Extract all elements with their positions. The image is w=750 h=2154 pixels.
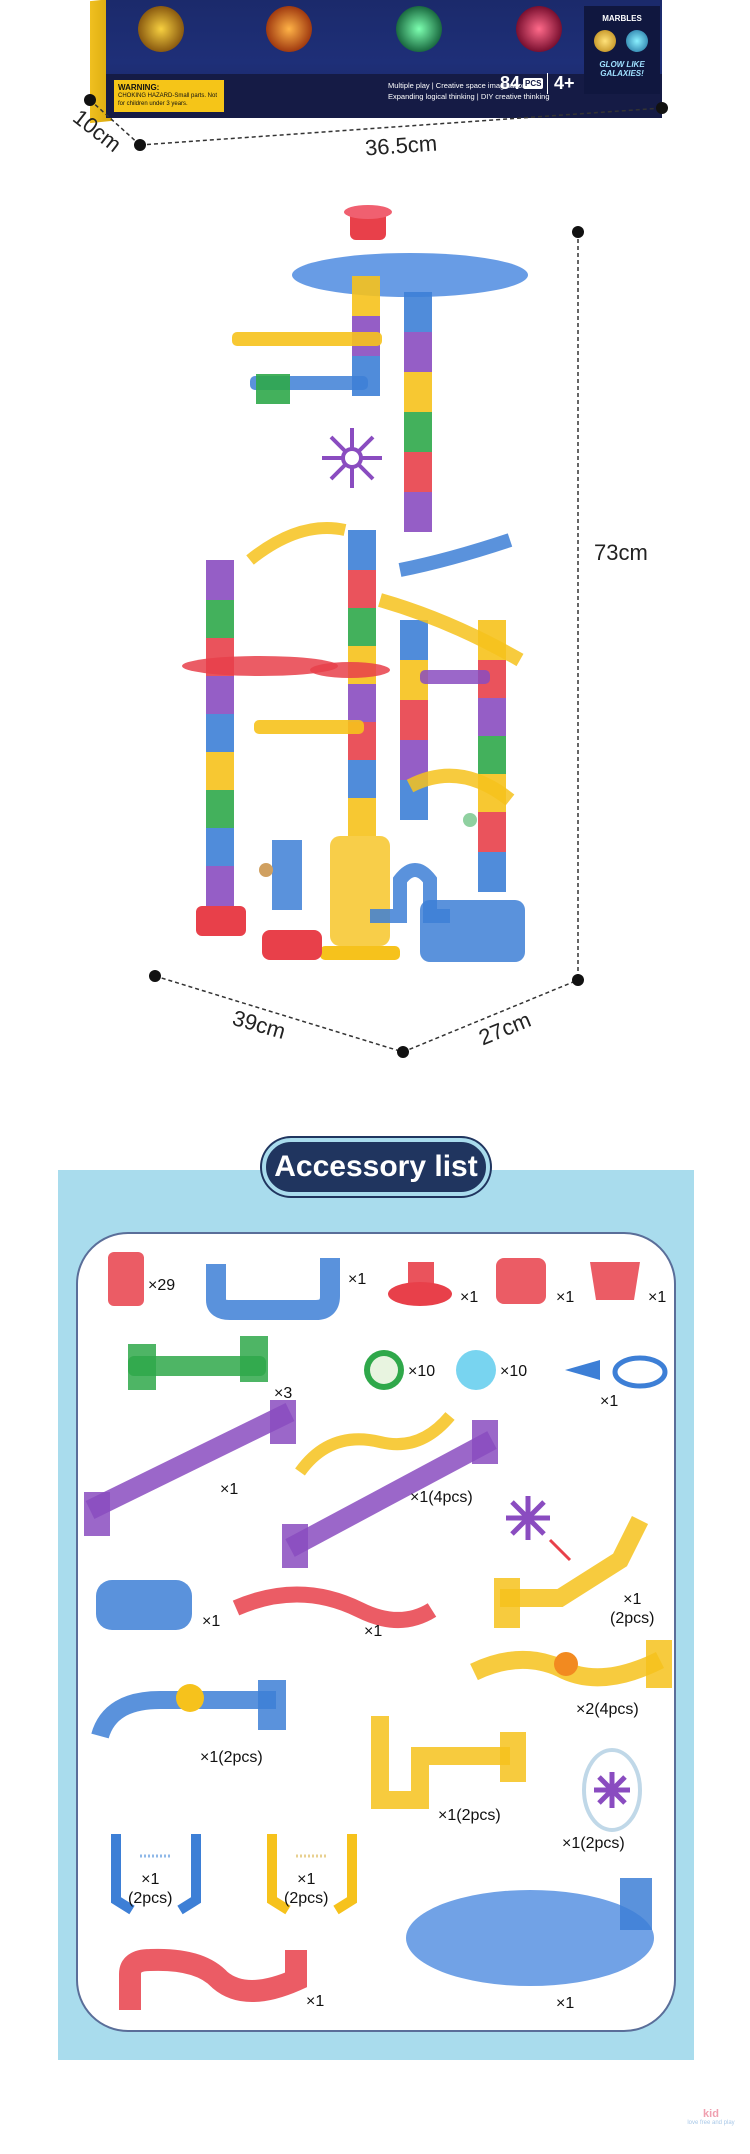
- qty-red-s-track: ×1: [364, 1623, 383, 1640]
- watermark: kid love free and play: [676, 2108, 746, 2148]
- warning-body: CHOKING HAZARD-Small parts. Not for chil…: [118, 93, 218, 107]
- qty-blue-basin: ×1: [202, 1613, 221, 1630]
- qty-yellow-spring-pair: ×1 (2pcs): [284, 1871, 329, 1908]
- qty-glass-marble: ×10: [408, 1363, 436, 1380]
- marble-icon: [626, 30, 648, 52]
- qty-blue-wheel-track: ×1(2pcs): [200, 1749, 263, 1766]
- dimension-dot: [656, 102, 668, 114]
- glow-marble-image: [138, 6, 184, 52]
- age-badge: 4+: [547, 73, 575, 94]
- marbles-title: MARBLES: [602, 14, 642, 23]
- qty-red-wave-track: ×1: [306, 1993, 325, 2010]
- feature-line-1: Multiple play | Creative space imaginati…: [388, 81, 527, 90]
- qty-glow-marble: ×10: [500, 1363, 528, 1380]
- feature-text: Multiple play | Creative space imaginati…: [388, 80, 550, 103]
- qty-yellow-curve-track: ×2(4pcs): [576, 1701, 639, 1718]
- feature-line-2: Expanding logical thinking | DIY creativ…: [388, 92, 550, 102]
- tower-height-label: 73cm: [594, 540, 648, 565]
- box-width-label: 36.5cm: [364, 130, 438, 161]
- qty-red-base-funnel: ×1: [460, 1289, 479, 1306]
- qty-yellow-lift-track: ×1(2pcs): [438, 1807, 501, 1824]
- marbles-tagline: GLOW LIKE GALAXIES!: [599, 60, 645, 78]
- product-box-section: WARNING: CHOKING HAZARD-Small parts. Not…: [0, 0, 750, 175]
- qty-straight-tube: ×29: [148, 1277, 176, 1294]
- qty-clear-windmill: ×1(2pcs): [562, 1835, 625, 1852]
- marbles-badge: MARBLES GLOW LIKE GALAXIES!: [584, 6, 660, 94]
- qty-purple-long-track: ×1: [220, 1481, 239, 1498]
- qty-blue-spring-pair: ×1 (2pcs): [128, 1871, 173, 1908]
- pieces-unit: PCS: [523, 78, 544, 89]
- glow-marble-image: [516, 6, 562, 52]
- watermark-logo: kid: [703, 2108, 719, 2120]
- qty-yellow-spiral: ×1(4pcs): [410, 1489, 473, 1506]
- glow-marble-image: [266, 6, 312, 52]
- glow-marble-image: [396, 6, 442, 52]
- pieces-count-badge: 84 PCS: [500, 73, 544, 94]
- pieces-number: 84: [500, 73, 521, 93]
- qty-green-connector: ×3: [274, 1385, 293, 1402]
- qty-purple-windmill-slide: ×1 (2pcs): [610, 1591, 655, 1628]
- dimension-dot: [84, 94, 96, 106]
- warning-label: WARNING: CHOKING HAZARD-Small parts. Not…: [114, 80, 224, 112]
- warning-title: WARNING:: [118, 83, 160, 92]
- marble-icon: [594, 30, 616, 52]
- qty-blue-big-funnel: ×1: [556, 1995, 575, 2012]
- qty-red-cup: ×1: [648, 1289, 667, 1306]
- watermark-tagline: love free and play: [687, 2120, 735, 2126]
- dimension-dot: [134, 139, 146, 151]
- accessory-list-title: Accessory list: [262, 1138, 490, 1196]
- marble-run-tower-image: [149, 205, 584, 1058]
- qty-red-base-cap: ×1: [556, 1289, 575, 1306]
- box-dimension-lines: [89, 99, 663, 146]
- qty-blue-flashlight: ×1: [600, 1393, 619, 1410]
- qty-u-tube: ×1: [348, 1271, 367, 1288]
